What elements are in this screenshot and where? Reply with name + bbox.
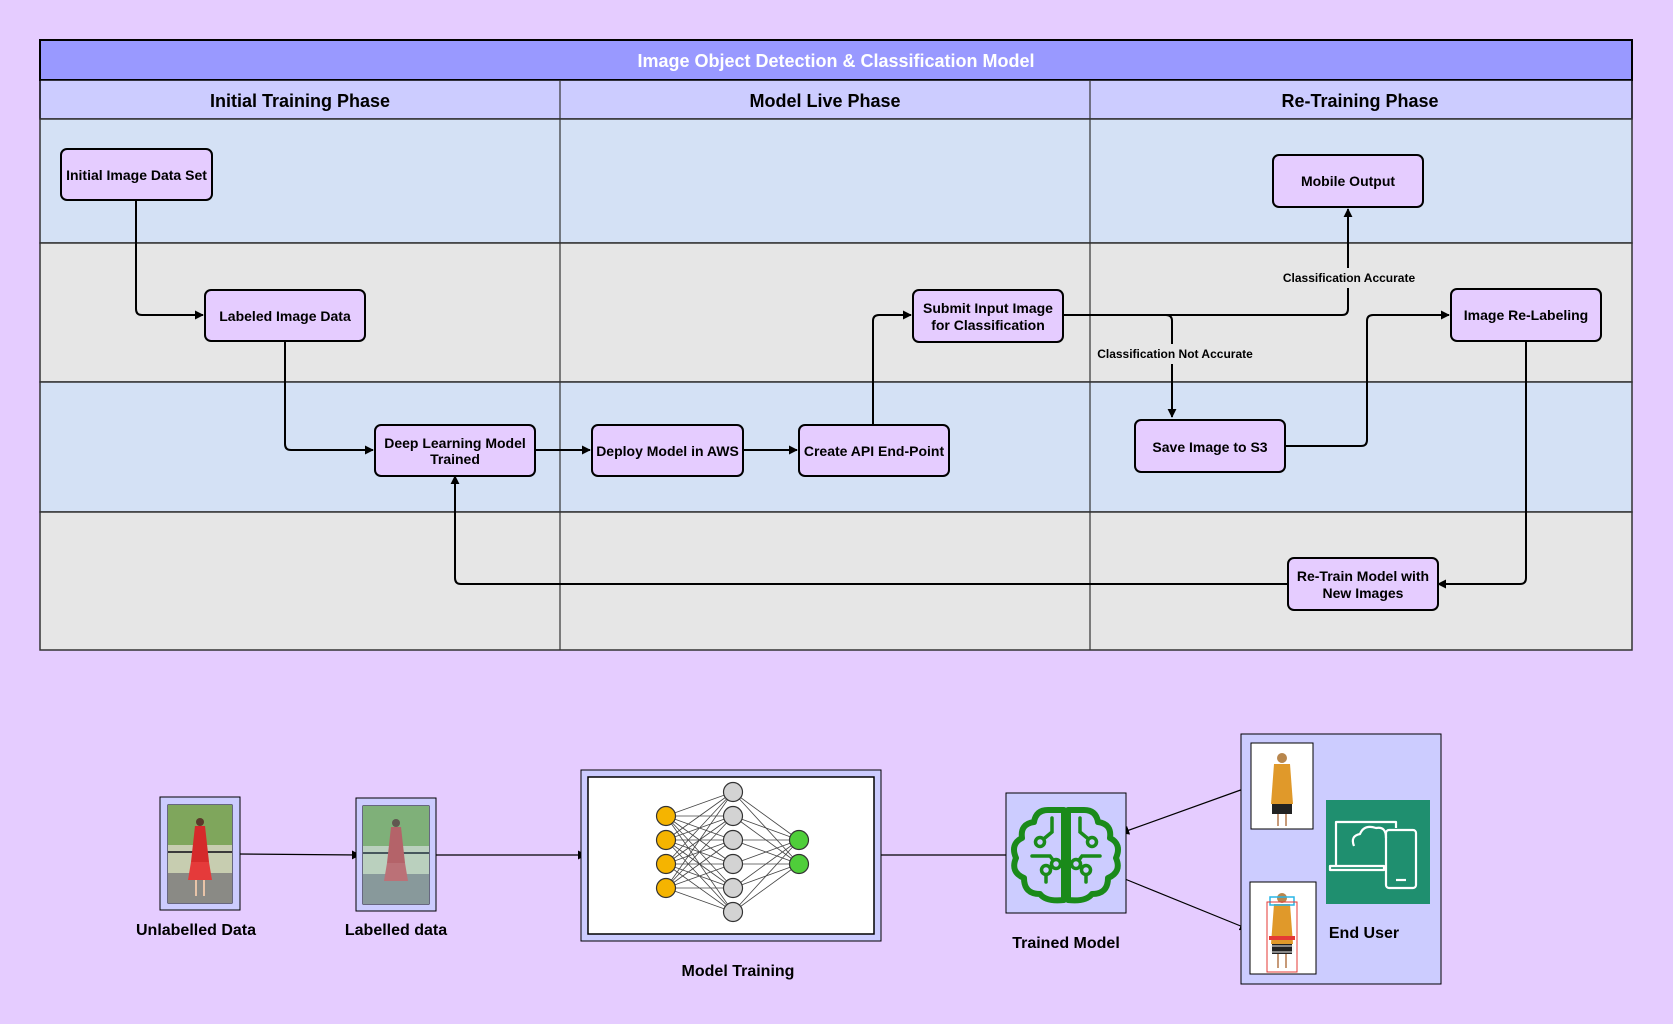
nn-output-neuron xyxy=(788,853,810,875)
node-label-line-2: Trained xyxy=(430,451,480,467)
label-labelled-data: Labelled data xyxy=(345,922,447,939)
nn-connection xyxy=(732,815,800,841)
nn-connection xyxy=(732,839,800,913)
edges xyxy=(135,200,1527,589)
node-label: Create API End-Point xyxy=(804,443,945,459)
nn-connection xyxy=(665,791,734,817)
node-label-line-1: Submit Input Image xyxy=(923,300,1053,316)
node-deep-learning-model-trained[interactable]: Deep Learning Model Trained xyxy=(374,424,536,477)
node-initial-image-data-set[interactable]: Initial Image Data Set xyxy=(60,148,213,201)
nn-connection xyxy=(665,863,734,889)
edge-label-classification-not-accurate: Classification Not Accurate xyxy=(1097,347,1253,361)
node-mobile-output[interactable]: Mobile Output xyxy=(1272,154,1424,208)
nn-input-neuron xyxy=(655,829,677,851)
nn-connection xyxy=(732,863,800,913)
unlabelled-data-image xyxy=(159,796,241,911)
nn-connection xyxy=(732,839,800,889)
edge-initial-to-labeled xyxy=(135,200,204,320)
node-label-line-1: Re-Train Model with xyxy=(1297,568,1429,584)
node-save-image-to-s3[interactable]: Save Image to S3 xyxy=(1134,419,1286,473)
label-unlabelled-data: Unlabelled Data xyxy=(136,922,256,939)
node-label-line-2: New Images xyxy=(1323,585,1404,601)
header-band xyxy=(39,79,1633,120)
edge-label-bg-accurate xyxy=(1280,268,1418,288)
node-label: Save Image to S3 xyxy=(1152,439,1267,455)
edge-relabeling-to-retrain xyxy=(1437,341,1527,589)
end-user-input-photo xyxy=(1250,742,1314,830)
nn-connection xyxy=(665,791,734,889)
node-label-line-1: Deep Learning Model xyxy=(384,435,526,451)
nn-hidden-neuron xyxy=(722,877,744,899)
node-label: Mobile Output xyxy=(1301,173,1395,189)
nn-input-neuron xyxy=(655,877,677,899)
nn-output-neuron xyxy=(788,829,810,851)
neural-network-icon xyxy=(580,769,882,942)
node-label: Image Re-Labeling xyxy=(1464,307,1588,323)
nn-connection xyxy=(665,791,734,841)
label-model-training: Model Training xyxy=(682,963,795,980)
title-bar xyxy=(39,39,1633,81)
node-label-line-2: for Classification xyxy=(931,317,1045,333)
edge-submit-to-save-s3 xyxy=(1063,314,1177,418)
edge-unlabelled-to-labelled xyxy=(237,850,361,860)
nn-hidden-neuron xyxy=(722,781,744,803)
nn-input-neuron xyxy=(655,853,677,875)
nn-connection xyxy=(732,839,800,865)
edge-labeled-to-dl-model xyxy=(284,341,374,455)
nn-connection xyxy=(665,815,734,889)
edge-save-s3-to-relabeling xyxy=(1285,310,1450,447)
end-user-box: End User xyxy=(1240,733,1442,985)
process-nodes: Initial Image Data Set Labeled Image Dat… xyxy=(60,148,1602,611)
node-deploy-model-in-aws[interactable]: Deploy Model in AWS xyxy=(591,424,744,477)
node-label: Initial Image Data Set xyxy=(66,167,207,183)
node-create-api-end-point[interactable]: Create API End-Point xyxy=(798,424,950,477)
nn-connection xyxy=(665,791,734,865)
phase-header-re-training: Re-Training Phase xyxy=(1281,91,1438,111)
cloud-device-icon xyxy=(1326,800,1430,904)
edge-submit-to-mobile-output xyxy=(1063,208,1353,316)
phase-header-model-live: Model Live Phase xyxy=(749,91,900,111)
nn-hidden-neuron xyxy=(722,901,744,923)
phase-header-initial-training: Initial Training Phase xyxy=(210,91,390,111)
edge-model-to-end-user-photo xyxy=(1119,876,1249,931)
nn-connection xyxy=(665,839,734,889)
nn-input-neuron xyxy=(655,805,677,827)
node-label: Deploy Model in AWS xyxy=(596,443,739,459)
edge-end-user-photo-to-model xyxy=(1120,786,1250,835)
nn-hidden-neuron xyxy=(722,829,744,851)
bottom-pipeline: Unlabelled Data Labelled data Model Trai… xyxy=(136,733,1442,985)
node-submit-input-image[interactable]: Submit Input Image for Classification xyxy=(912,289,1064,343)
edge-label-bg-not-accurate xyxy=(1096,344,1254,364)
ai-brain-icon xyxy=(1005,792,1127,914)
edge-label-classification-accurate: Classification Accurate xyxy=(1283,271,1416,285)
node-labeled-image-data[interactable]: Labeled Image Data xyxy=(204,289,366,342)
edge-api-to-submit xyxy=(872,310,912,425)
label-trained-model: Trained Model xyxy=(1012,935,1120,952)
nn-connection xyxy=(665,887,734,913)
nn-hidden-neuron xyxy=(722,805,744,827)
label-end-user: End User xyxy=(1329,925,1399,942)
diagram-title: Image Object Detection & Classification … xyxy=(637,51,1034,71)
nn-connection xyxy=(732,791,800,841)
node-re-train-model[interactable]: Re-Train Model with New Images xyxy=(1287,557,1439,611)
nn-hidden-neuron xyxy=(722,853,744,875)
node-image-re-labeling[interactable]: Image Re-Labeling xyxy=(1450,288,1602,342)
node-label: Labeled Image Data xyxy=(219,308,351,324)
end-user-labeled-photo xyxy=(1249,881,1317,975)
edge-retrain-to-dl-model xyxy=(450,475,1288,585)
labelled-data-image xyxy=(355,797,437,912)
